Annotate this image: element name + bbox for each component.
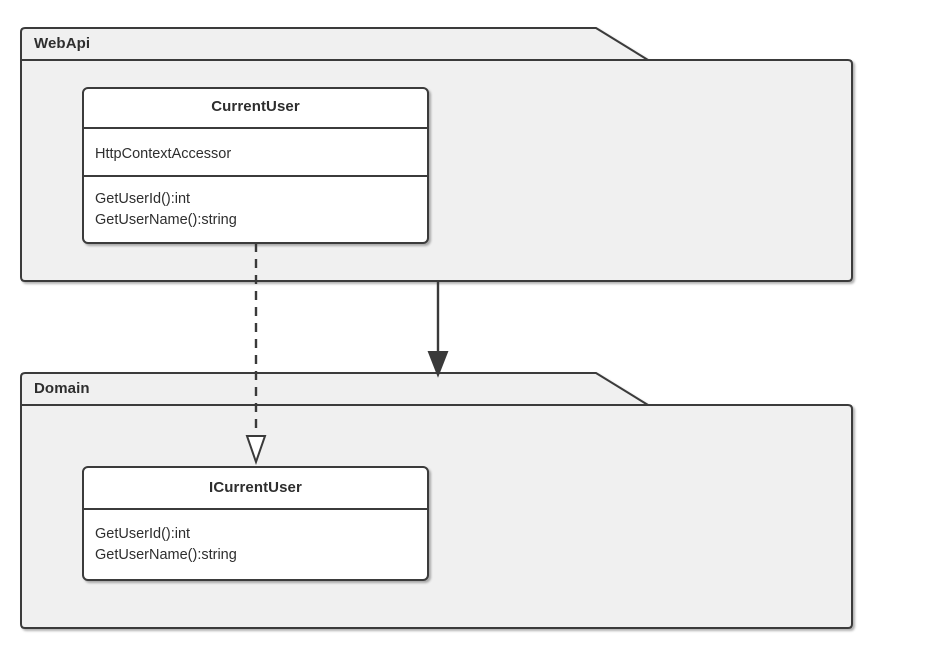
class-title-currentuser: CurrentUser	[211, 98, 300, 115]
class-method-getusername: GetUserName():string	[95, 212, 237, 228]
package-label-webapi: WebApi	[34, 35, 91, 52]
class-box-icurrentuser[interactable]	[82, 466, 429, 581]
class-method-getuserid: GetUserId():int	[95, 191, 191, 207]
connector-dependency[interactable]	[427, 281, 449, 378]
interface-method-getusername: GetUserName():string	[95, 547, 237, 563]
class-title-icurrentuser: ICurrentUser	[209, 479, 302, 496]
connector-realization[interactable]	[245, 243, 267, 466]
interface-method-getuserid: GetUserId():int	[95, 526, 191, 542]
class-attribute-httpcontextaccessor: HttpContextAccessor	[95, 146, 232, 162]
package-label-domain: Domain	[34, 380, 90, 397]
